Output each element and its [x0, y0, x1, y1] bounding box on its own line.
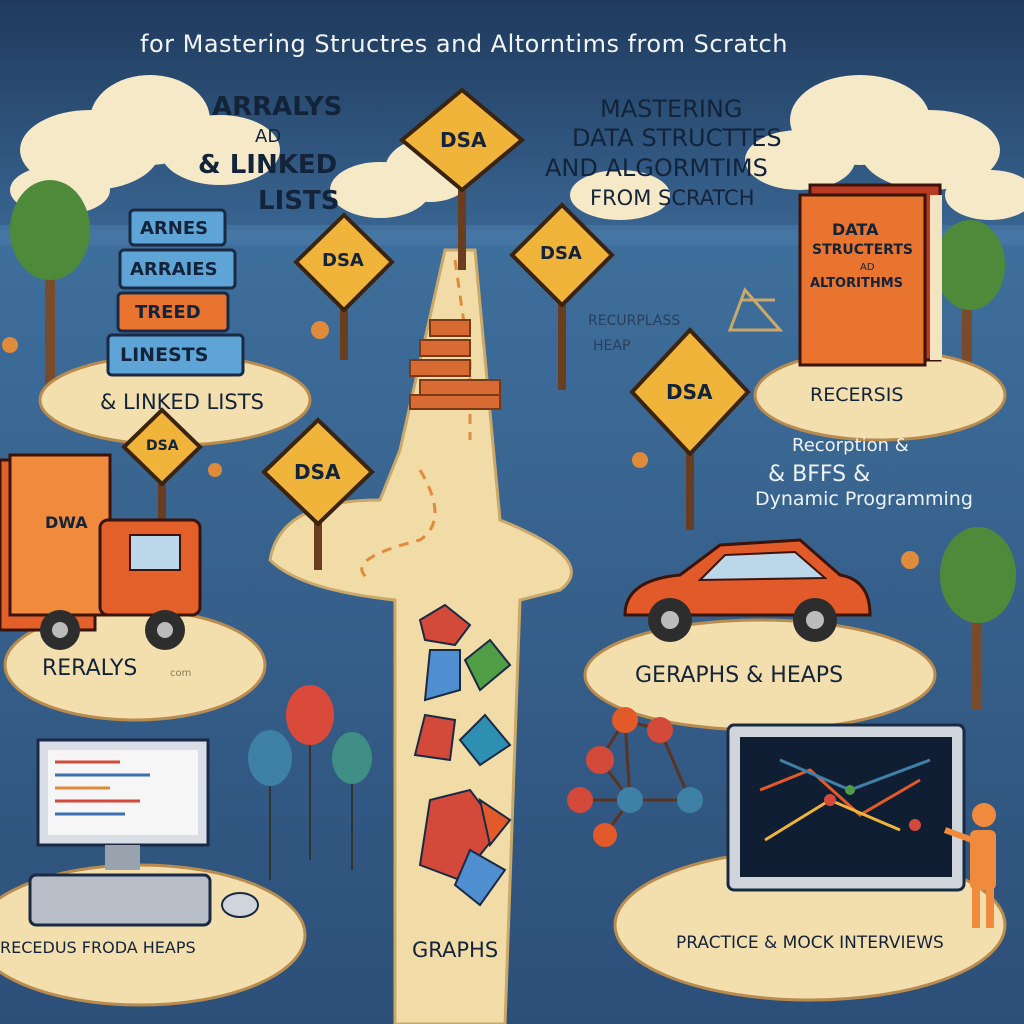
label-recurplass: RECURPLASS: [588, 313, 681, 329]
dsa-sign: [261, 417, 375, 570]
label-heap: HEAP: [593, 338, 631, 354]
red-book-title: ALTORITHMS: [810, 276, 904, 291]
label-recorpion: Recorption &: [792, 435, 909, 456]
book-icon: [798, 183, 942, 367]
book-stack: [106, 208, 245, 377]
graph-network: [567, 707, 703, 847]
car-icon: [623, 538, 872, 642]
monitor-icon: [726, 723, 966, 892]
heading-algorithms: AND ALGORMTIMS: [545, 154, 768, 182]
brick-steps: [409, 319, 501, 410]
dsa-sign-label: DSA: [294, 460, 341, 484]
heading-arralys: ARRALYS: [212, 92, 343, 122]
tent-icon: [727, 287, 784, 332]
dsa-sign: [121, 407, 203, 560]
heading-from-scratch: FROM SCRATCH: [590, 186, 755, 210]
book-label: ARNES: [140, 218, 209, 239]
dsa-sign-label: DSA: [440, 128, 487, 152]
island-label-recedus: RECEDUS FRODA HEAPS: [0, 938, 196, 957]
dsa-sign-label: DSA: [146, 438, 179, 454]
heading-ad: AD: [255, 126, 282, 147]
code-lines: [55, 760, 150, 816]
red-book-title: AD: [860, 262, 875, 273]
label-bffs: & BFFS &: [768, 462, 871, 487]
presenter-icon: [943, 803, 996, 928]
red-book-title: STRUCTERTS: [812, 242, 913, 258]
heading-linked: & LINKED: [198, 150, 338, 180]
dsa-sign: [293, 212, 395, 360]
truck-icon: [0, 453, 202, 650]
island-label-reralys: RERALYS: [42, 656, 138, 681]
red-book-title: DATA: [832, 220, 879, 239]
gem-shapes: [413, 603, 512, 907]
island-label-graphs: GRAPHS: [412, 938, 499, 962]
page-title: for Mastering Structres and Altorntims f…: [140, 30, 788, 58]
dsa-sign-label: DSA: [666, 380, 713, 404]
island-label-linked-lists: & LINKED LISTS: [100, 390, 264, 414]
balloon-icons: [248, 685, 372, 880]
tree-icon: [935, 220, 1005, 400]
island-label-reralys-small: com: [170, 668, 192, 679]
dsa-sign-label: DSA: [322, 250, 364, 271]
heading-mastering: MASTERING: [600, 95, 743, 123]
dsa-sign: [629, 327, 751, 530]
island-label-graphs-heaps: GERAPHS & HEAPS: [635, 663, 844, 688]
dsa-sign-label: DSA: [540, 243, 582, 264]
truck-label: DWA: [45, 513, 88, 532]
dsa-sign: [398, 87, 526, 270]
tree-icon: [940, 527, 1016, 710]
tree-icon: [10, 180, 90, 410]
island-label-practice: PRACTICE & MOCK INTERVIEWS: [676, 933, 944, 953]
dsa-sign: [509, 202, 615, 390]
cloud-right: [745, 75, 1024, 220]
label-dynamic-programming: Dynamic Programming: [755, 488, 973, 510]
book-label: TREED: [135, 302, 201, 323]
heading-lists: LISTS: [258, 186, 340, 216]
island-label-recursis: RECERSIS: [810, 384, 904, 406]
book-label: LINESTS: [120, 344, 209, 366]
computer-icon: [28, 738, 259, 927]
book-label: ARRAIES: [130, 259, 218, 280]
heading-data-structures: DATA STRUCTTES: [572, 124, 782, 152]
